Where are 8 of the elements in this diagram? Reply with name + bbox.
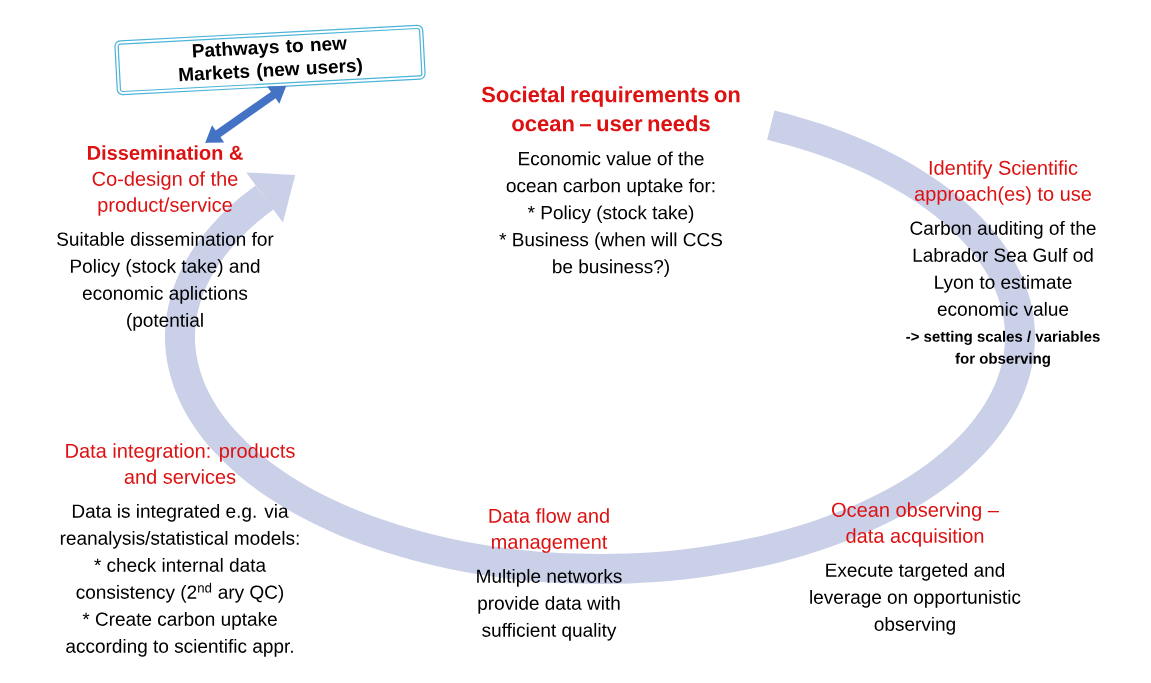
stage-text: Dissemination & Co-design of the product/service Suitable dissemination for Policy (stock take) and economic aplictions (potential bbox=[57, 145, 274, 331]
pathway-box: Pathways to new Markets (new users) bbox=[114, 24, 426, 96]
stage-text: Ocean observing – data acquisition Execute targeted and leverage on opportunistic observing bbox=[810, 502, 1021, 635]
stage-text: Societal requirements on ocean – user needs Economic value of the ocean carbon uptake for: * Policy (stock take) * Business (when will CCS be business?) bbox=[481, 86, 740, 278]
stage-text: Identify Scientific approach(es) to use Carbon auditing of the Labrador Sea Gulf od Lyon to estimate economic value -> setting scales / variables for observing bbox=[906, 160, 1100, 367]
stage-text: Data integration: products and services Data is integrated e.g. via reanalysis/statistical models: * check internal data consistency (2$^{nd}$ ary QC) * Create carbon uptake according to scientific appr. bbox=[60, 443, 299, 657]
cycle-arrow bbox=[165, 110, 1035, 584]
stage-text: Data flow and management Multiple networks provide data with sufficient quality bbox=[477, 508, 622, 641]
